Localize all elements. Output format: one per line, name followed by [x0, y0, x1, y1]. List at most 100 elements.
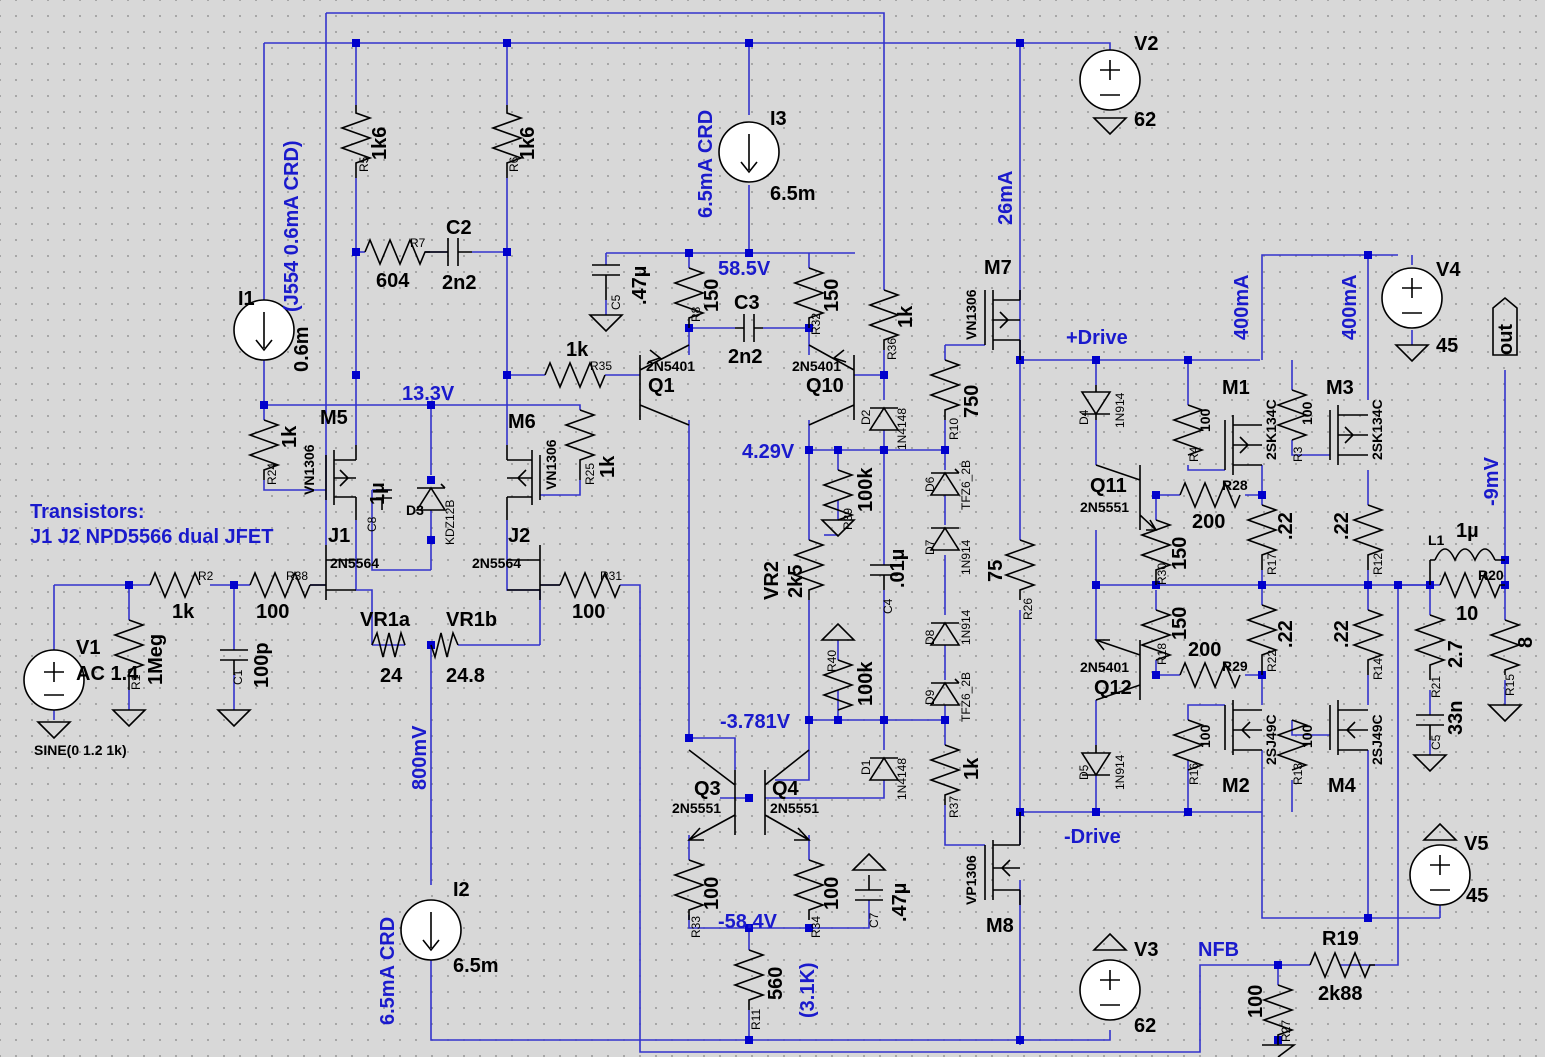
- r34-value: 100: [821, 877, 843, 910]
- resistor-R10[interactable]: [928, 359, 962, 420]
- r31-name: R31: [600, 569, 622, 583]
- bjt-Q12[interactable]: [1094, 639, 1141, 701]
- bjt-Q4[interactable]: [764, 749, 811, 841]
- resistor-R30[interactable]: [1139, 519, 1173, 585]
- capacitor-C3[interactable]: [735, 314, 763, 342]
- resistor-R12[interactable]: [1351, 504, 1385, 570]
- diode-D3[interactable]: [415, 483, 447, 511]
- resistor-VR1a[interactable]: [371, 630, 406, 658]
- bjt-Q11[interactable]: [1095, 464, 1158, 531]
- resistor-R37[interactable]: [928, 744, 962, 805]
- jfet-J2[interactable]: [507, 545, 560, 600]
- resistor-R32[interactable]: [792, 267, 826, 328]
- resistor-R31[interactable]: [559, 570, 621, 600]
- diode-D5[interactable]: [1080, 745, 1112, 777]
- resistor-VR1b[interactable]: [430, 630, 459, 660]
- capacitor-C8[interactable]: [376, 489, 392, 510]
- capacitor-C1[interactable]: [220, 649, 248, 675]
- resistor-R36[interactable]: [867, 289, 901, 350]
- resistor-R18[interactable]: [1139, 609, 1173, 661]
- diode-D4[interactable]: [1080, 385, 1112, 420]
- mosfet-M6[interactable]: [506, 445, 541, 520]
- capacitor-C4[interactable]: [870, 564, 898, 590]
- r34-name: R34: [809, 916, 823, 938]
- capacitor-C2[interactable]: [425, 238, 472, 266]
- diode-D8[interactable]: [929, 621, 961, 646]
- resistor-R40[interactable]: [821, 659, 855, 711]
- vr1b-value: 24.8: [446, 665, 485, 687]
- m4-name: M4: [1328, 775, 1357, 797]
- resistor-R21[interactable]: [1413, 614, 1447, 680]
- voltage-source-V2[interactable]: [1079, 49, 1141, 111]
- capacitor-C5[interactable]: [592, 264, 620, 300]
- mosfet-M3[interactable]: [1329, 405, 1368, 465]
- resistor-R38[interactable]: [249, 570, 311, 600]
- bjt-Q1[interactable]: [639, 344, 690, 426]
- sources: [23, 49, 1471, 1021]
- resistor-R29[interactable]: [1179, 660, 1241, 690]
- mosfet-M5[interactable]: [325, 445, 357, 520]
- v1-value: AC 1.4: [76, 663, 139, 685]
- capacitor-C9[interactable]: [1416, 714, 1444, 740]
- resistor-R28[interactable]: [1179, 480, 1241, 510]
- resistor-R5[interactable]: [339, 105, 373, 178]
- net-label-r11-alt: (3.1K): [797, 962, 819, 1018]
- resistor-R1[interactable]: [112, 619, 146, 690]
- resistor-R3[interactable]: [1275, 389, 1309, 441]
- diode-D6[interactable]: [929, 468, 961, 496]
- inductor-L1[interactable]: [1429, 548, 1505, 585]
- resistor-R6[interactable]: [490, 105, 524, 178]
- diode-D9[interactable]: [929, 678, 961, 706]
- resistor-R19[interactable]: [1309, 950, 1375, 980]
- v2-name: V2: [1134, 33, 1158, 55]
- r27-value: 100: [1245, 985, 1267, 1018]
- resistor-R14[interactable]: [1351, 609, 1385, 675]
- mosfet-M7[interactable]: [984, 290, 1021, 360]
- resistor-R13[interactable]: [1275, 719, 1309, 771]
- resistor-R15[interactable]: [1488, 619, 1522, 675]
- resistor-R7[interactable]: [364, 237, 430, 267]
- resistor-R25[interactable]: [563, 409, 597, 480]
- resistor-R22[interactable]: [1245, 604, 1279, 675]
- m1-part: 2SK134C: [1263, 399, 1279, 460]
- voltage-source-V5[interactable]: [1409, 844, 1471, 906]
- net-label-i2-crd: 6.5mA CRD: [377, 917, 399, 1025]
- resistor-R26[interactable]: [1003, 539, 1037, 600]
- resistor-R2[interactable]: [149, 570, 201, 600]
- bjt-Q3[interactable]: [687, 749, 736, 841]
- current-source-I1[interactable]: [233, 299, 295, 361]
- resistor-R8[interactable]: [672, 267, 706, 328]
- q11-part: 2N5551: [1080, 499, 1129, 515]
- mosfet-M1[interactable]: [1224, 415, 1262, 475]
- resistor-R34[interactable]: [792, 859, 826, 920]
- resistor-R11[interactable]: [732, 949, 766, 1010]
- mosfet-M4[interactable]: [1329, 700, 1368, 755]
- voltage-source-V3[interactable]: [1079, 959, 1141, 1021]
- jfet-J1[interactable]: [310, 545, 356, 600]
- resistor-R20[interactable]: [1439, 570, 1505, 600]
- r20-name: R20: [1478, 567, 1504, 583]
- resistor-R35[interactable]: [544, 360, 606, 390]
- diode-D1[interactable]: [868, 756, 900, 781]
- capacitor-C7[interactable]: [855, 875, 883, 901]
- diode-D2[interactable]: [868, 406, 900, 431]
- resistor-R17[interactable]: [1245, 504, 1279, 570]
- resistor-R24[interactable]: [247, 419, 281, 480]
- output-port[interactable]: out: [1492, 296, 1518, 356]
- resistor-R16[interactable]: [1171, 719, 1205, 771]
- resistor-R4[interactable]: [1171, 404, 1205, 456]
- voltage-source-V1[interactable]: [23, 649, 85, 711]
- resistor-VR2[interactable]: [792, 539, 826, 600]
- diode-D7[interactable]: [929, 526, 961, 551]
- transistors-note-title: Transistors:: [30, 501, 144, 523]
- current-source-I3[interactable]: [718, 121, 780, 183]
- bjt-Q10[interactable]: [808, 344, 855, 426]
- mosfet-M8[interactable]: [984, 812, 1021, 905]
- resistor-R27[interactable]: [1261, 984, 1295, 1045]
- resistor-R39[interactable]: [821, 469, 855, 521]
- mosfet-M2[interactable]: [1224, 700, 1262, 755]
- l1-value: 1µ: [1456, 520, 1479, 542]
- voltage-source-V4[interactable]: [1381, 267, 1443, 329]
- resistor-R33[interactable]: [672, 859, 706, 920]
- current-source-I2[interactable]: [400, 899, 462, 961]
